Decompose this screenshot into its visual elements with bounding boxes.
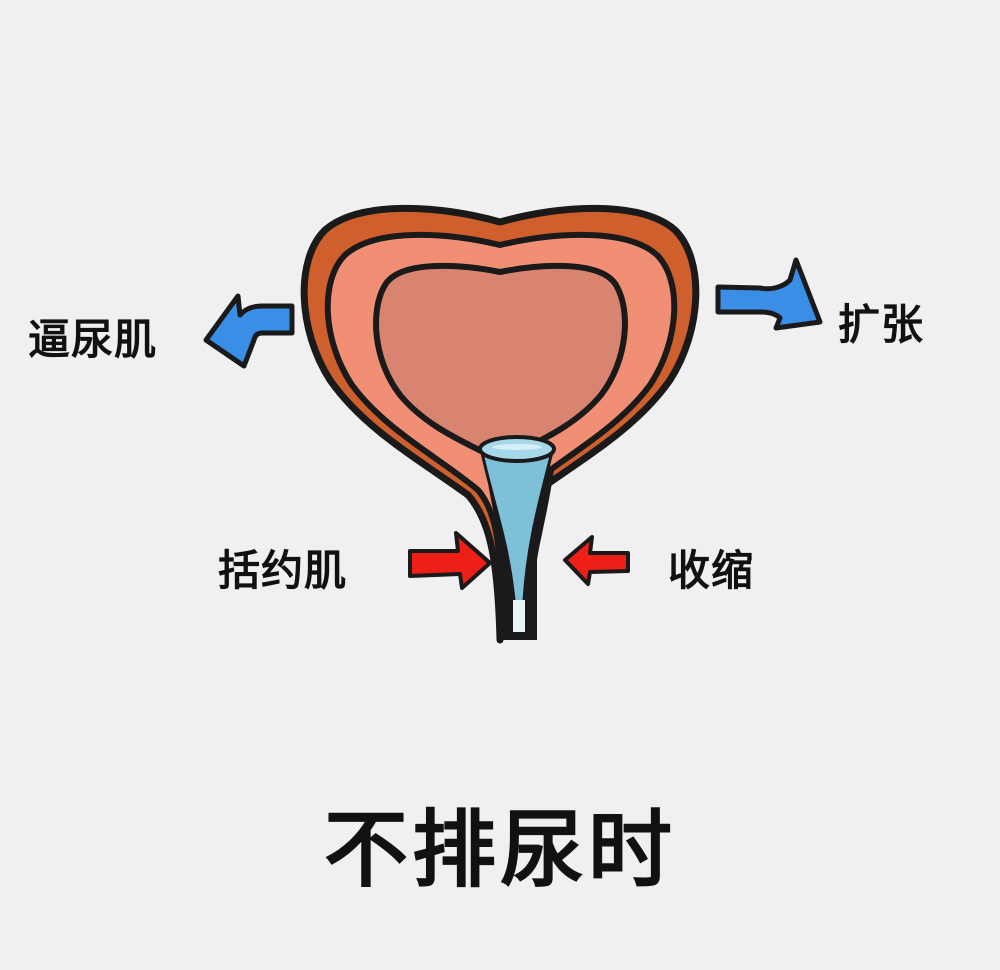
label-expand: 扩张 bbox=[838, 300, 925, 349]
diagram-title: 不排尿时 bbox=[323, 801, 676, 899]
contract-arrow-left-icon bbox=[563, 535, 630, 586]
urethra-opening bbox=[513, 600, 525, 632]
label-sphincter: 括约肌 bbox=[218, 546, 348, 595]
sphincter-arrow-right-icon bbox=[408, 531, 492, 590]
label-contract: 收缩 bbox=[668, 546, 755, 595]
detrusor-arrow-icon bbox=[203, 293, 295, 369]
label-detrusor: 逼尿肌 bbox=[28, 315, 158, 364]
expand-arrow-icon bbox=[715, 257, 823, 331]
urine-highlight bbox=[492, 444, 542, 450]
